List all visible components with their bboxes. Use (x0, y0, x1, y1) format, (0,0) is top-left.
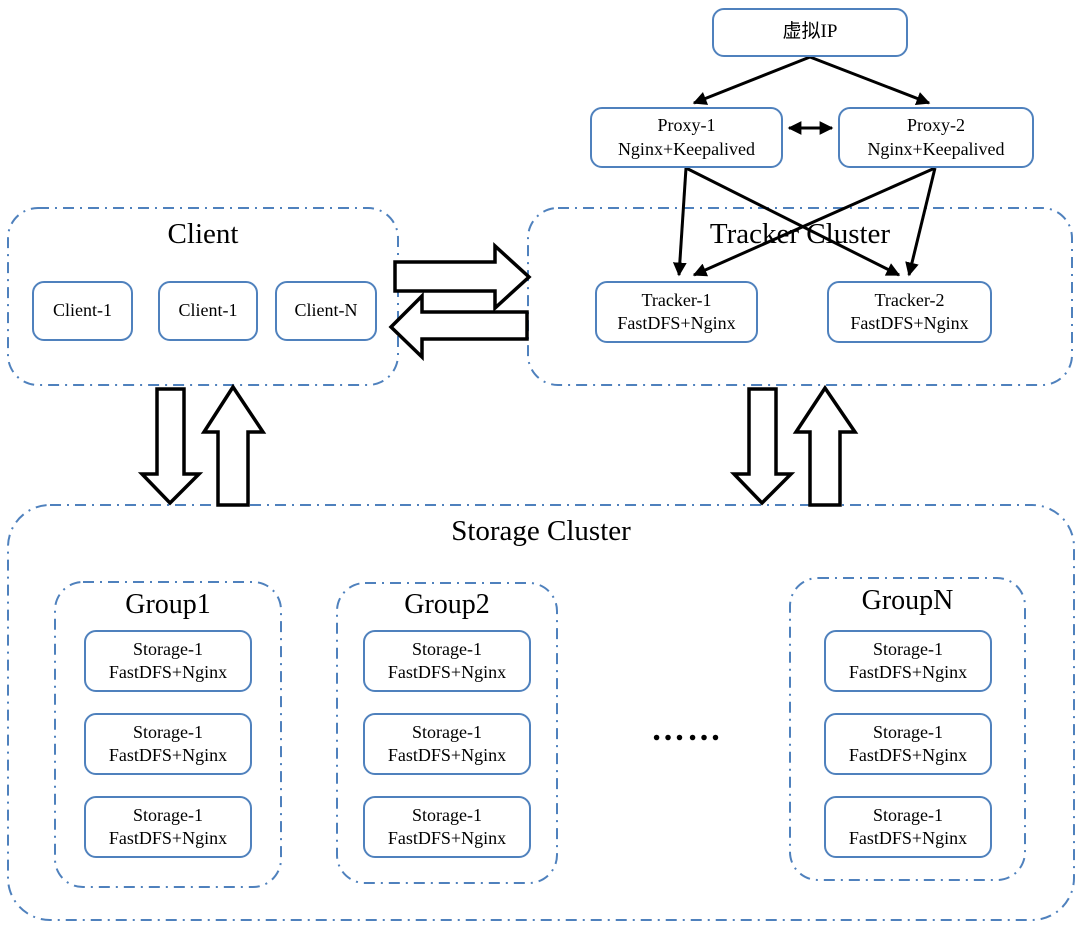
storage-name: Storage-1 (133, 638, 203, 659)
vip-to-proxy1-arrow (692, 55, 811, 105)
client-cluster-border (7, 207, 399, 386)
groupN-title: GroupN (861, 585, 954, 616)
storage-stack: FastDFS+Nginx (387, 828, 507, 848)
storage-name: Storage-1 (133, 804, 203, 825)
storage-stack: FastDFS+Nginx (108, 662, 228, 682)
tracker-1-node: Tracker-1 FastDFS+Nginx (595, 281, 758, 343)
proxy-1-stack: Nginx+Keepalived (617, 138, 756, 159)
groupN-storage-3-node: Storage-1 FastDFS+Nginx (824, 796, 992, 858)
storage-stack: FastDFS+Nginx (387, 662, 507, 682)
group2-border (336, 582, 558, 884)
proxy-2-node: Proxy-2 Nginx+Keepalived (838, 107, 1034, 168)
more-groups-ellipsis: …… (651, 711, 723, 748)
client-2-node: Client-1 (158, 281, 258, 341)
storage-name: Storage-1 (412, 721, 482, 742)
client-to-tracker-block-arrow (393, 242, 532, 312)
groupN-storage-1-node: Storage-1 FastDFS+Nginx (824, 630, 992, 692)
proxy2-to-tracker1-arrow (692, 166, 936, 277)
groupN-storage-2-node: Storage-1 FastDFS+Nginx (824, 713, 992, 775)
virtual-ip-node: 虚拟IP (712, 8, 908, 57)
client-cluster-title: Client (167, 218, 239, 250)
vip-to-proxy2-arrow (809, 55, 931, 105)
proxy1-to-tracker1-arrow (672, 167, 688, 277)
tracker-1-stack: FastDFS+Nginx (617, 313, 736, 333)
group1-storage-1-node: Storage-1 FastDFS+Nginx (84, 630, 252, 692)
group2-title: Group2 (404, 589, 490, 620)
tracker-2-name: Tracker-2 (874, 289, 945, 310)
storage-name: Storage-1 (873, 804, 943, 825)
groupN-border (789, 577, 1026, 881)
storage-name: Storage-1 (133, 721, 203, 742)
tracker-cluster-title: Tracker Cluster (709, 218, 891, 250)
storage-name: Storage-1 (873, 638, 943, 659)
group1-storage-3-node: Storage-1 FastDFS+Nginx (84, 796, 252, 858)
client-to-storage-block-arrow (137, 387, 204, 506)
client-n-node: Client-N (275, 281, 377, 341)
client-n-label: Client-N (294, 300, 358, 321)
proxy-2-stack: Nginx+Keepalived (867, 138, 1005, 159)
group2-storage-1-node: Storage-1 FastDFS+Nginx (363, 630, 531, 692)
storage-stack: FastDFS+Nginx (848, 745, 968, 765)
client-2-label: Client-1 (178, 300, 238, 321)
group1-title: Group1 (125, 589, 211, 620)
storage-stack: FastDFS+Nginx (848, 662, 968, 682)
group1-border (54, 581, 282, 888)
proxy-2-name: Proxy-2 (907, 115, 965, 136)
storage-stack: FastDFS+Nginx (108, 828, 228, 848)
storage-name: Storage-1 (412, 804, 482, 825)
tracker-2-node: Tracker-2 FastDFS+Nginx (827, 281, 992, 343)
tracker-1-name: Tracker-1 (641, 289, 712, 310)
tracker-2-stack: FastDFS+Nginx (850, 313, 969, 333)
proxy-1-name: Proxy-1 (657, 115, 716, 136)
storage-stack: FastDFS+Nginx (387, 745, 507, 765)
proxy2-to-tracker2-arrow (905, 167, 937, 277)
storage-to-client-block-arrow (200, 383, 267, 507)
virtual-ip-label: 虚拟IP (782, 21, 838, 43)
client-1-node: Client-1 (32, 281, 133, 341)
tracker-cluster-border (527, 207, 1073, 386)
client-1-label: Client-1 (53, 300, 112, 321)
storage-cluster-border (7, 504, 1075, 921)
storage-cluster-title: Storage Cluster (451, 515, 631, 547)
storage-stack: FastDFS+Nginx (848, 828, 968, 848)
proxy-1-node: Proxy-1 Nginx+Keepalived (590, 107, 783, 168)
group1-storage-2-node: Storage-1 FastDFS+Nginx (84, 713, 252, 775)
storage-stack: FastDFS+Nginx (108, 745, 228, 765)
storage-name: Storage-1 (873, 721, 943, 742)
storage-name: Storage-1 (412, 638, 482, 659)
tracker-to-storage-block-arrow (729, 387, 796, 506)
proxy1-to-tracker2-arrow (685, 166, 901, 277)
tracker-to-client-block-arrow (388, 291, 529, 362)
storage-to-tracker-block-arrow (792, 384, 859, 507)
group2-storage-2-node: Storage-1 FastDFS+Nginx (363, 713, 531, 775)
group2-storage-3-node: Storage-1 FastDFS+Nginx (363, 796, 531, 858)
